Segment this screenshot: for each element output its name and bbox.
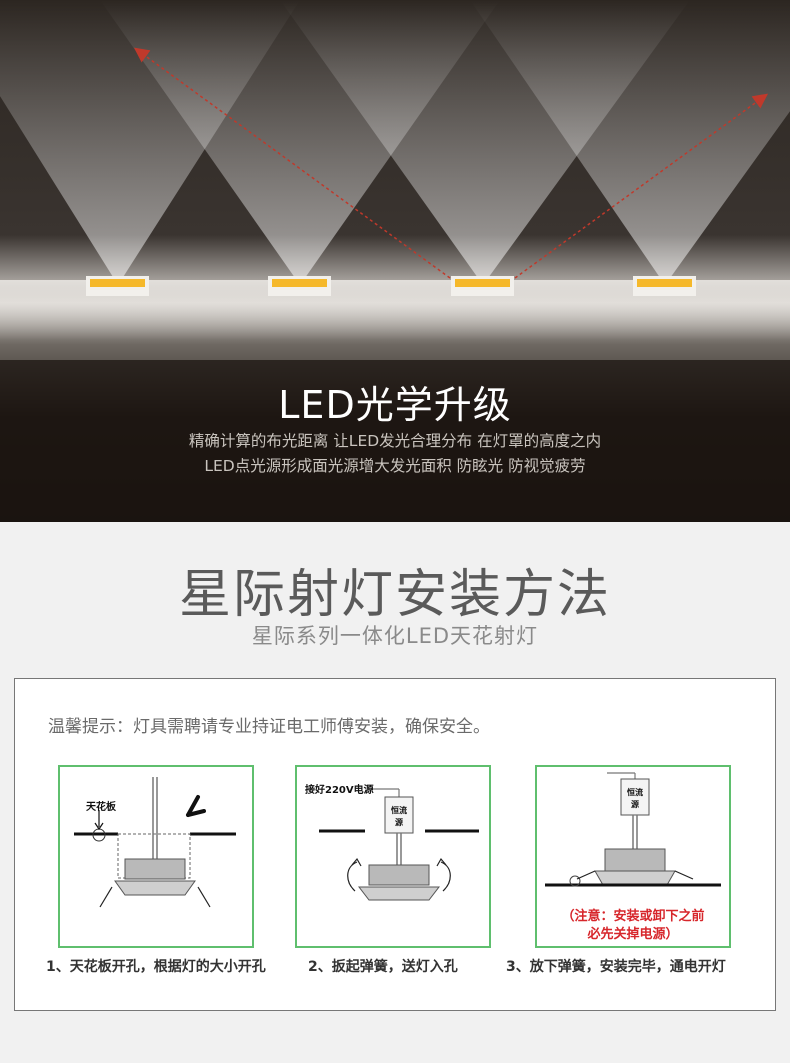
step-1-diagram: 天花板 [58, 765, 254, 948]
hero-banner: LED光学升级 精确计算的布光距离 让LED发光合理分布 在灯罩的高度之内 LE… [0, 0, 790, 522]
step-2-diagram: 接好220V电源 恒流源 [295, 765, 491, 948]
step-1-caption: 1、天花板开孔，根据灯的大小开孔 [46, 959, 266, 975]
warning-line-1: （注意：安装或卸下之前 [561, 909, 705, 924]
led-light-spread-illustration [0, 0, 790, 522]
power-label: 接好220V电源 [305, 785, 374, 796]
hero-title: LED光学升级 [278, 383, 512, 427]
led-chip [86, 276, 149, 296]
step-3-diagram: 恒流源 （注意：安装或卸下之前 必先关掉电源） [535, 765, 731, 948]
safety-tip: 温馨提示：灯具需聘请专业持证电工师傅安装，确保安全。 [48, 717, 490, 737]
installation-panel: 温馨提示：灯具需聘请专业持证电工师傅安装，确保安全。 天花板 [14, 678, 776, 1011]
hero-description-line-1: 精确计算的布光距离 让LED发光合理分布 在灯罩的高度之内 [188, 432, 602, 450]
led-chip [268, 276, 331, 296]
beam-arrow [133, 47, 451, 279]
hero-description-line-2: LED点光源形成面光源增大发光面积 防眩光 防视觉疲劳 [204, 457, 586, 475]
light-beam [470, 0, 790, 285]
ceiling-label: 天花板 [86, 802, 116, 813]
page-subtitle: 星际系列一体化LED天花射灯 [251, 624, 539, 648]
driver-label: 恒流源 [627, 788, 643, 809]
step-3-caption: 3、放下弹簧，安装完毕，通电开灯 [506, 959, 726, 975]
spring-insert-illustration [319, 788, 479, 901]
warning-line-2: 必先关掉电源） [587, 927, 679, 942]
page-title: 星际射灯安装方法 [178, 565, 611, 625]
driver-label: 恒流源 [391, 806, 407, 827]
led-chip [451, 276, 514, 296]
cut-arrow-icon [186, 795, 206, 817]
step-2-caption: 2、扳起弹簧，送灯入孔 [308, 959, 458, 975]
installed-light-illustration [545, 772, 721, 887]
led-chip [633, 276, 696, 296]
ceiling-cutout-illustration [74, 777, 236, 908]
beam-arrow [514, 93, 769, 279]
